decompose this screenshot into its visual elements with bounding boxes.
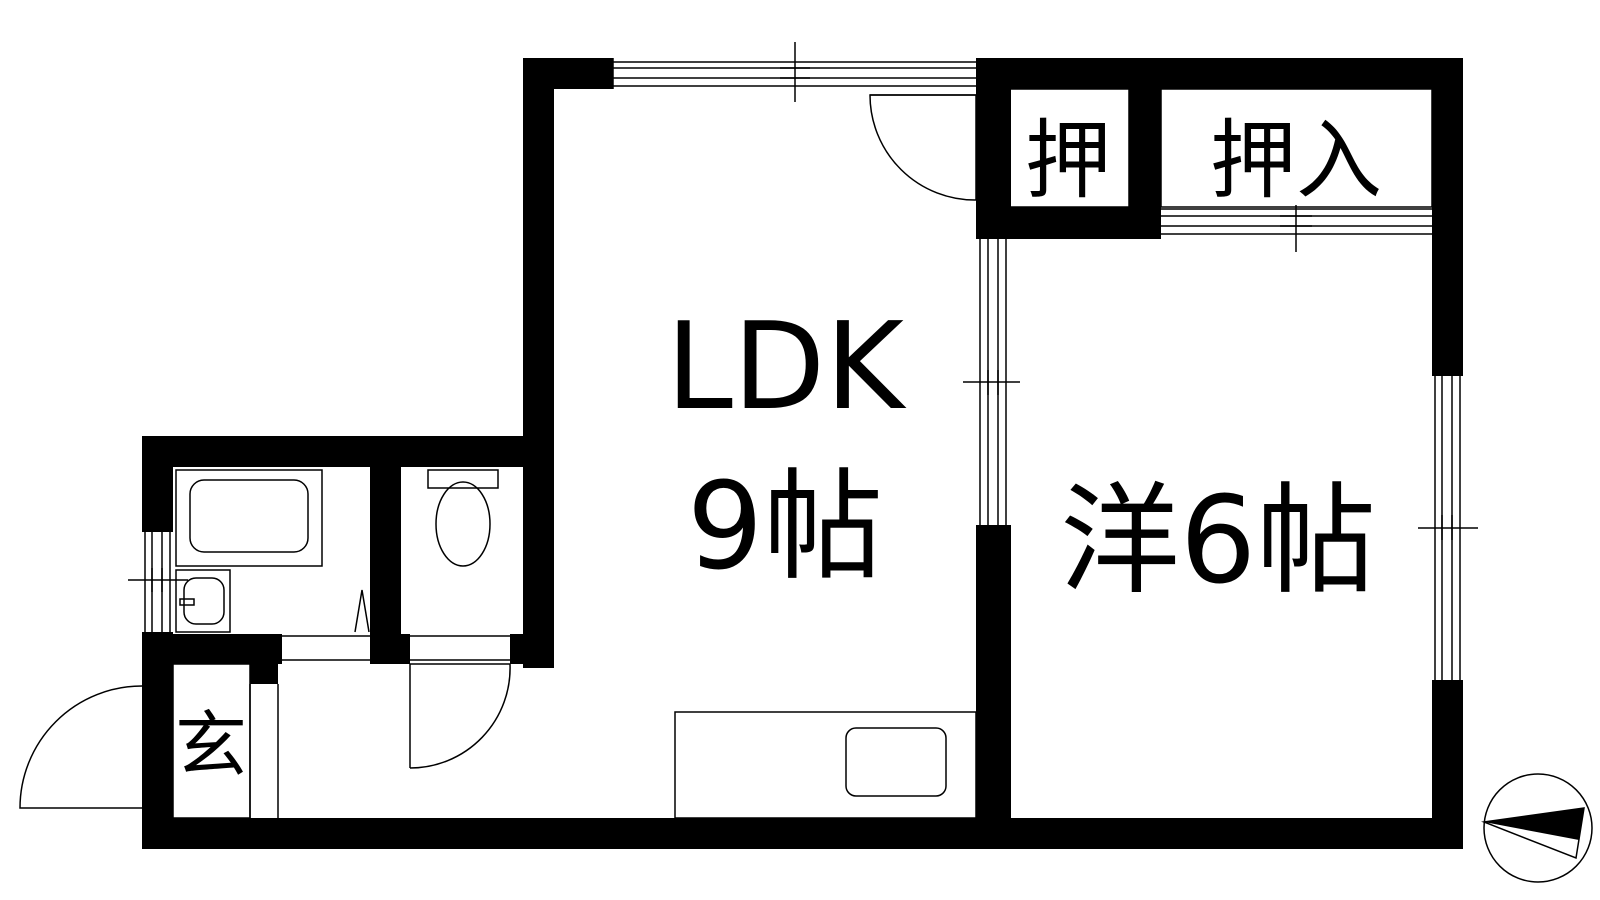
ldk-size: 9帖 bbox=[687, 458, 883, 597]
door-swings bbox=[19, 94, 977, 809]
closet-frames bbox=[1005, 88, 1433, 208]
closet-small-label: 押 bbox=[1025, 111, 1111, 211]
bathtub bbox=[175, 469, 323, 567]
kitchen-counter bbox=[674, 711, 977, 819]
entrance-frame bbox=[172, 663, 251, 819]
walls bbox=[142, 58, 1463, 849]
entrance-label: 玄 bbox=[175, 703, 247, 787]
western-prefix: 洋 bbox=[1060, 472, 1180, 611]
toilet bbox=[427, 469, 499, 567]
washbasin bbox=[175, 569, 231, 633]
western-room-label: 洋6帖 bbox=[1060, 472, 1376, 611]
western-size: 6帖 bbox=[1180, 472, 1376, 611]
sliding-doors bbox=[249, 90, 1432, 818]
shower-mark bbox=[354, 589, 370, 633]
compass-icon bbox=[1481, 773, 1593, 883]
closet-large-label: 押入 bbox=[1210, 111, 1382, 211]
windows bbox=[128, 42, 1478, 680]
ldk-name: LDK bbox=[666, 298, 907, 437]
